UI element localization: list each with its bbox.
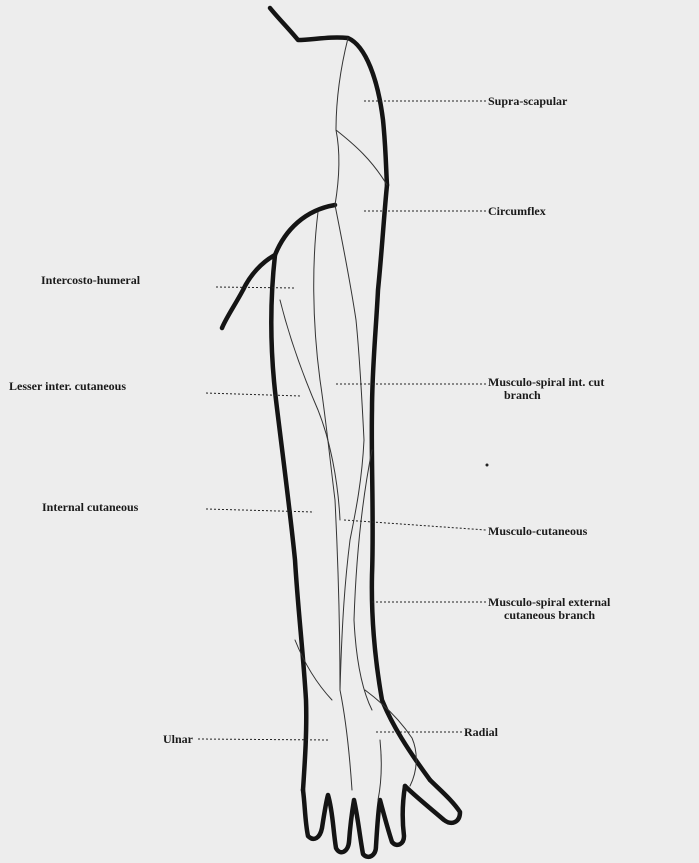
nerve-boundaries [280,38,416,800]
axilla-fold-outline [222,255,275,328]
label-lesser-inter-cutaneous: Lesser inter. cutaneous [9,380,126,393]
lesser-inter-line [280,300,340,520]
label-musculo-spiral-int: Musculo-spiral int. cut branch [488,376,604,402]
scapular-inner-line [335,130,339,205]
label-intercosto-humeral: Intercosto-humeral [41,274,140,287]
fingers-outline [303,786,405,857]
hand-line [378,740,381,800]
label-musculo-spiral-int-line2: branch [488,389,604,402]
label-circumflex: Circumflex [488,205,546,218]
leader-ulnar [198,739,330,740]
radial-boundary [365,690,416,786]
leader-lesser-inter [206,393,300,396]
inner-arm-line-1 [314,212,340,690]
arm-outline [222,8,460,857]
medial-arm-outline [271,205,335,790]
label-supra-scapular: Supra-scapular [488,95,567,108]
shoulder-top-outline [270,8,387,185]
leader-musculo-cutaneous [344,520,486,530]
lateral-arm-outline [372,185,430,780]
label-ulnar: Ulnar [163,733,193,746]
label-musculo-spiral-ext: Musculo-spiral external cutaneous branch [488,596,610,622]
forearm-line-1 [354,450,372,710]
thumb-outline [405,780,460,823]
leader-intercosto-humeral [216,287,296,288]
forearm-line-2 [340,690,352,790]
label-musculo-spiral-ext-line2: cutaneous branch [488,609,610,622]
label-internal-cutaneous: Internal cutaneous [42,501,138,514]
stray-dot [486,464,489,467]
label-radial: Radial [464,726,498,739]
leader-internal-cutaneous [206,509,314,512]
scapular-boundary [336,38,387,185]
label-musculo-cutaneous: Musculo-cutaneous [488,525,587,538]
